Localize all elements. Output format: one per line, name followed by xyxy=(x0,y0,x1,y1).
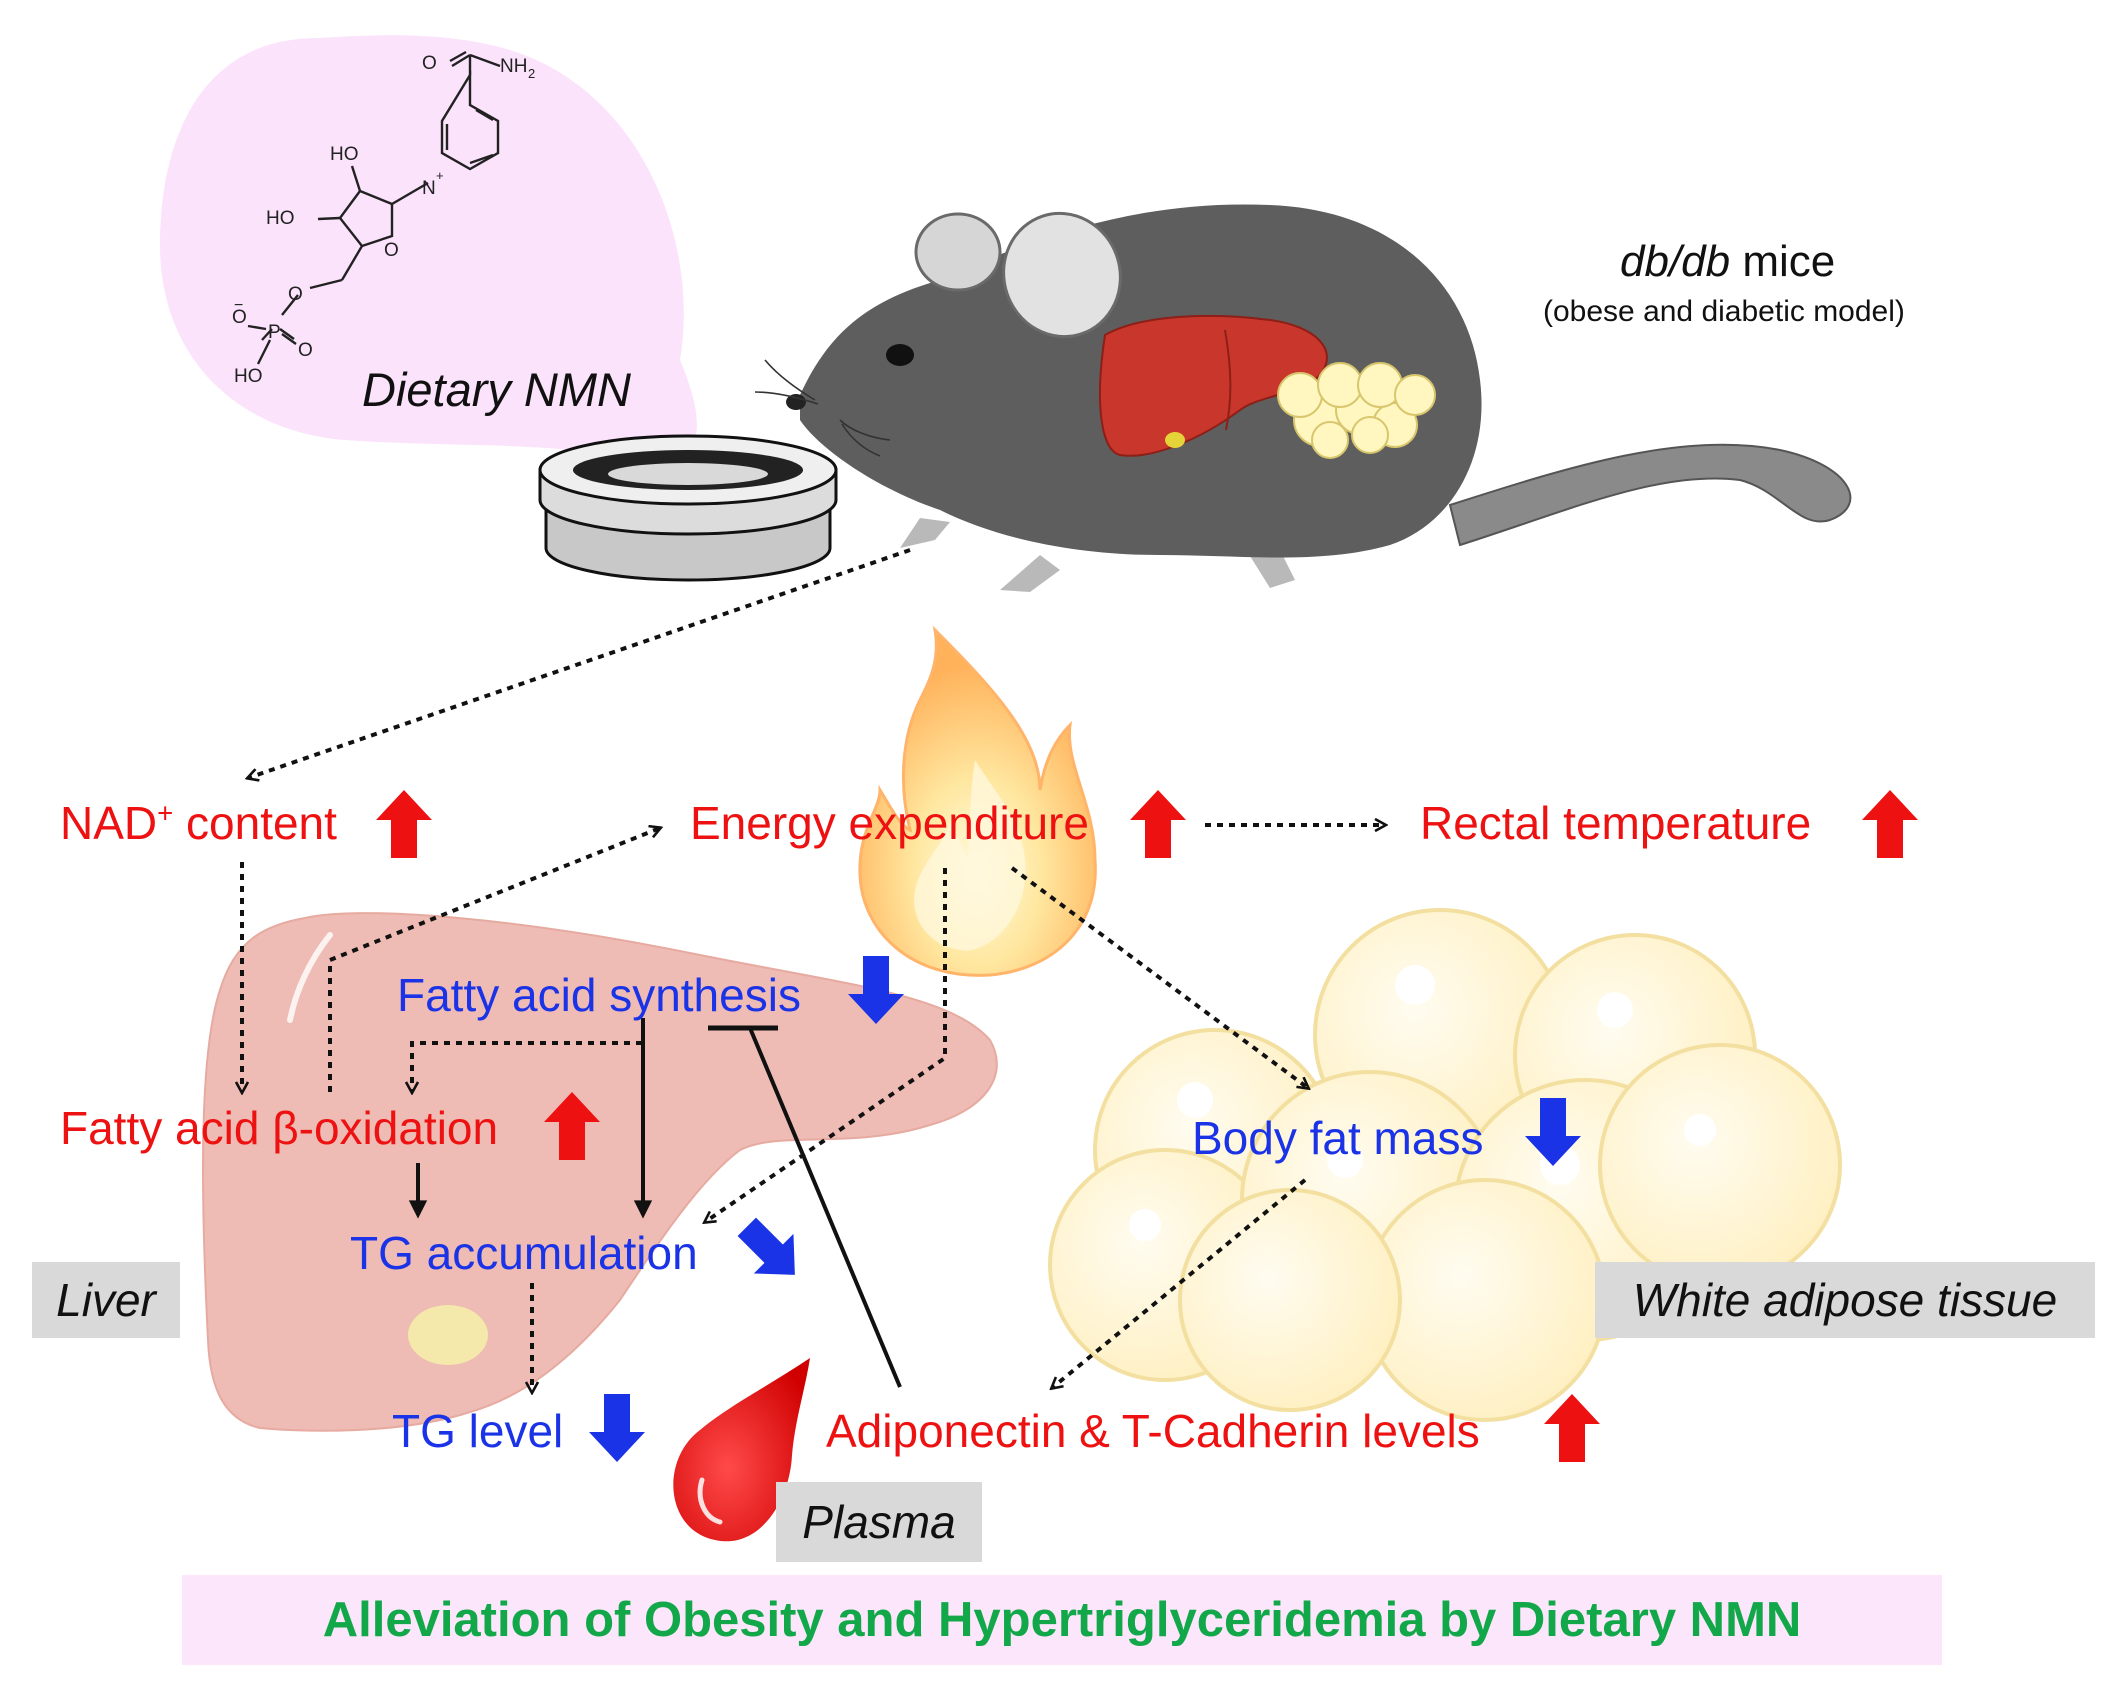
svg-text:O: O xyxy=(288,284,303,305)
up-arrow-icon xyxy=(1544,1394,1600,1462)
tg-accumulation-label: TG accumulation xyxy=(350,1227,698,1279)
up-arrow-icon xyxy=(1130,790,1186,858)
svg-text:+: + xyxy=(436,168,444,183)
liver-tag: Liver xyxy=(32,1262,180,1338)
svg-text:−: − xyxy=(234,297,243,314)
diagonal-down-arrow-icon xyxy=(726,1206,815,1295)
nmn-bubble xyxy=(160,35,697,463)
summary-banner-text: Alleviation of Obesity and Hypertriglyce… xyxy=(322,1593,1802,1647)
nmn-structure xyxy=(247,50,501,365)
fatty-acid-oxidation-label: Fatty acid β-oxidation xyxy=(60,1102,499,1154)
up-arrow-icon xyxy=(1862,790,1918,858)
nad-text: NAD xyxy=(60,797,158,849)
food-dish-icon xyxy=(538,434,838,582)
rectal-temperature-label: Rectal temperature xyxy=(1420,797,1812,849)
white-adipose-tissue-tag: White adipose tissue xyxy=(1595,1262,2095,1338)
tg-level-label: TG level xyxy=(392,1405,564,1457)
nad-superscript: + xyxy=(157,797,174,829)
summary-banner xyxy=(182,1575,1942,1665)
svg-text:O: O xyxy=(384,240,399,261)
fat-cells-icon xyxy=(1048,908,1842,1422)
nad-content-text: content xyxy=(173,797,337,849)
liver-organ-icon xyxy=(202,912,998,1432)
blood-drop-icon xyxy=(673,1358,810,1542)
mouse-strain-label: db/db xyxy=(1620,237,1731,286)
svg-text:HO: HO xyxy=(266,208,295,229)
svg-text:HO: HO xyxy=(330,144,359,165)
dietary-nmn-label: Dietary NMN xyxy=(362,363,631,416)
up-arrow-icon xyxy=(376,790,432,858)
svg-text:P: P xyxy=(268,322,281,343)
plasma-tag: Plasma xyxy=(776,1482,982,1562)
svg-text:N: N xyxy=(422,178,436,199)
synthesis-to-oxidation-arrow xyxy=(412,1041,642,1092)
oxidation-to-energy-arrow xyxy=(328,828,660,1092)
energy-expenditure-label: Energy expenditure xyxy=(690,797,1089,849)
mouse-icon xyxy=(754,204,1852,592)
body-fat-mass-label: Body fat mass xyxy=(1192,1112,1484,1164)
svg-text:O: O xyxy=(422,53,437,74)
svg-text:2: 2 xyxy=(528,66,535,81)
mouse-model-subtitle: (obese and diabetic model) xyxy=(1543,295,1905,328)
svg-text:O: O xyxy=(232,307,247,328)
adiponectin-label: Adiponectin & T-Cadherin levels xyxy=(826,1405,1480,1457)
svg-text:NH: NH xyxy=(500,56,527,77)
adiponectin-inhibits-synthesis-line xyxy=(748,1027,902,1388)
nmn-to-nad-arrow xyxy=(248,548,911,778)
energy-to-bodyfat-arrow xyxy=(1010,866,1308,1088)
energy-to-tg-accumulation-arrow xyxy=(705,868,947,1222)
svg-text:HO: HO xyxy=(234,366,263,387)
svg-text:O: O xyxy=(298,340,313,361)
nmn-atom-labels: O NH 2 HO HO N + O O O − P O HO xyxy=(232,53,535,387)
down-arrow-icon xyxy=(589,1394,645,1462)
nad-content-label: NAD+ content xyxy=(60,797,337,849)
fatty-acid-synthesis-label: Fatty acid synthesis xyxy=(397,969,801,1021)
mouse-title-rest: mice xyxy=(1730,237,1836,286)
flame-icon xyxy=(858,625,1097,977)
mouse-model-title: db/db mice xyxy=(1620,240,1835,284)
